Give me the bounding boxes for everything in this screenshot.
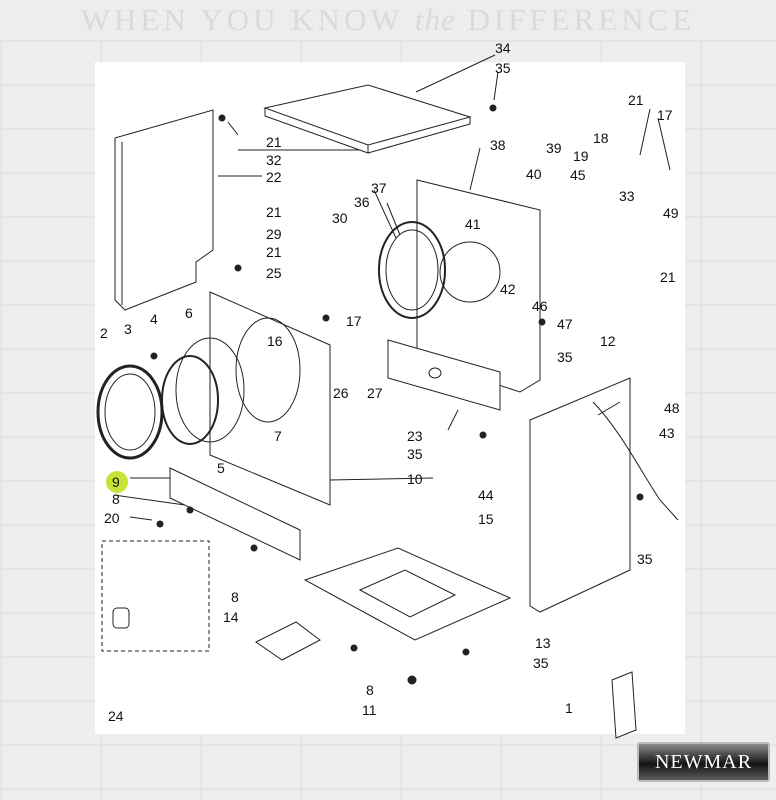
callout-37: 37	[371, 180, 387, 196]
callout-41: 41	[465, 216, 481, 232]
callout-38: 38	[490, 137, 506, 153]
callout-44: 44	[478, 487, 494, 503]
callout-9: 9	[112, 474, 120, 490]
callout-29: 29	[266, 226, 282, 242]
callout-30: 30	[332, 210, 348, 226]
callout-21: 21	[266, 204, 282, 220]
callout-32: 32	[266, 152, 282, 168]
callout-21: 21	[628, 92, 644, 108]
callout-35: 35	[495, 60, 511, 76]
callout-16: 16	[267, 333, 283, 349]
callout-2: 2	[100, 325, 108, 341]
callout-39: 39	[546, 140, 562, 156]
newmar-logo: NEWMAR	[637, 742, 770, 782]
callout-7: 7	[274, 428, 282, 444]
callout-43: 43	[659, 425, 675, 441]
callout-35: 35	[533, 655, 549, 671]
tagline-header: WHEN YOU KNOW the DIFFERENCE	[80, 2, 696, 37]
callout-34: 34	[495, 40, 511, 56]
callout-12: 12	[600, 333, 616, 349]
callout-22: 22	[266, 169, 282, 185]
callout-35: 35	[407, 446, 423, 462]
callout-19: 19	[573, 148, 589, 164]
callout-26: 26	[333, 385, 349, 401]
callout-10: 10	[407, 471, 423, 487]
callout-17: 17	[346, 313, 362, 329]
callout-3: 3	[124, 321, 132, 337]
callout-42: 42	[500, 281, 516, 297]
callout-8: 8	[231, 589, 239, 605]
callout-8: 8	[366, 682, 374, 698]
callout-33: 33	[619, 188, 635, 204]
callout-21: 21	[266, 244, 282, 260]
callout-35: 35	[637, 551, 653, 567]
callout-35: 35	[557, 349, 573, 365]
callout-20: 20	[104, 510, 120, 526]
callout-15: 15	[478, 511, 494, 527]
callout-4: 4	[150, 311, 158, 327]
callout-36: 36	[354, 194, 370, 210]
callout-27: 27	[367, 385, 383, 401]
callout-45: 45	[570, 167, 586, 183]
callout-25: 25	[266, 265, 282, 281]
callout-40: 40	[526, 166, 542, 182]
callout-21: 21	[660, 269, 676, 285]
callout-24: 24	[108, 708, 124, 724]
callout-49: 49	[663, 205, 679, 221]
callout-6: 6	[185, 305, 193, 321]
callout-5: 5	[217, 460, 225, 476]
callout-13: 13	[535, 635, 551, 651]
callout-48: 48	[664, 400, 680, 416]
callout-47: 47	[557, 316, 573, 332]
callout-17: 17	[657, 107, 673, 123]
callout-8: 8	[112, 491, 120, 507]
callout-23: 23	[407, 428, 423, 444]
callout-14: 14	[223, 609, 239, 625]
callout-46: 46	[532, 298, 548, 314]
callout-18: 18	[593, 130, 609, 146]
highlight-marker	[106, 471, 128, 493]
callout-21: 21	[266, 134, 282, 150]
callout-11: 11	[362, 702, 377, 718]
callout-1: 1	[565, 700, 573, 716]
